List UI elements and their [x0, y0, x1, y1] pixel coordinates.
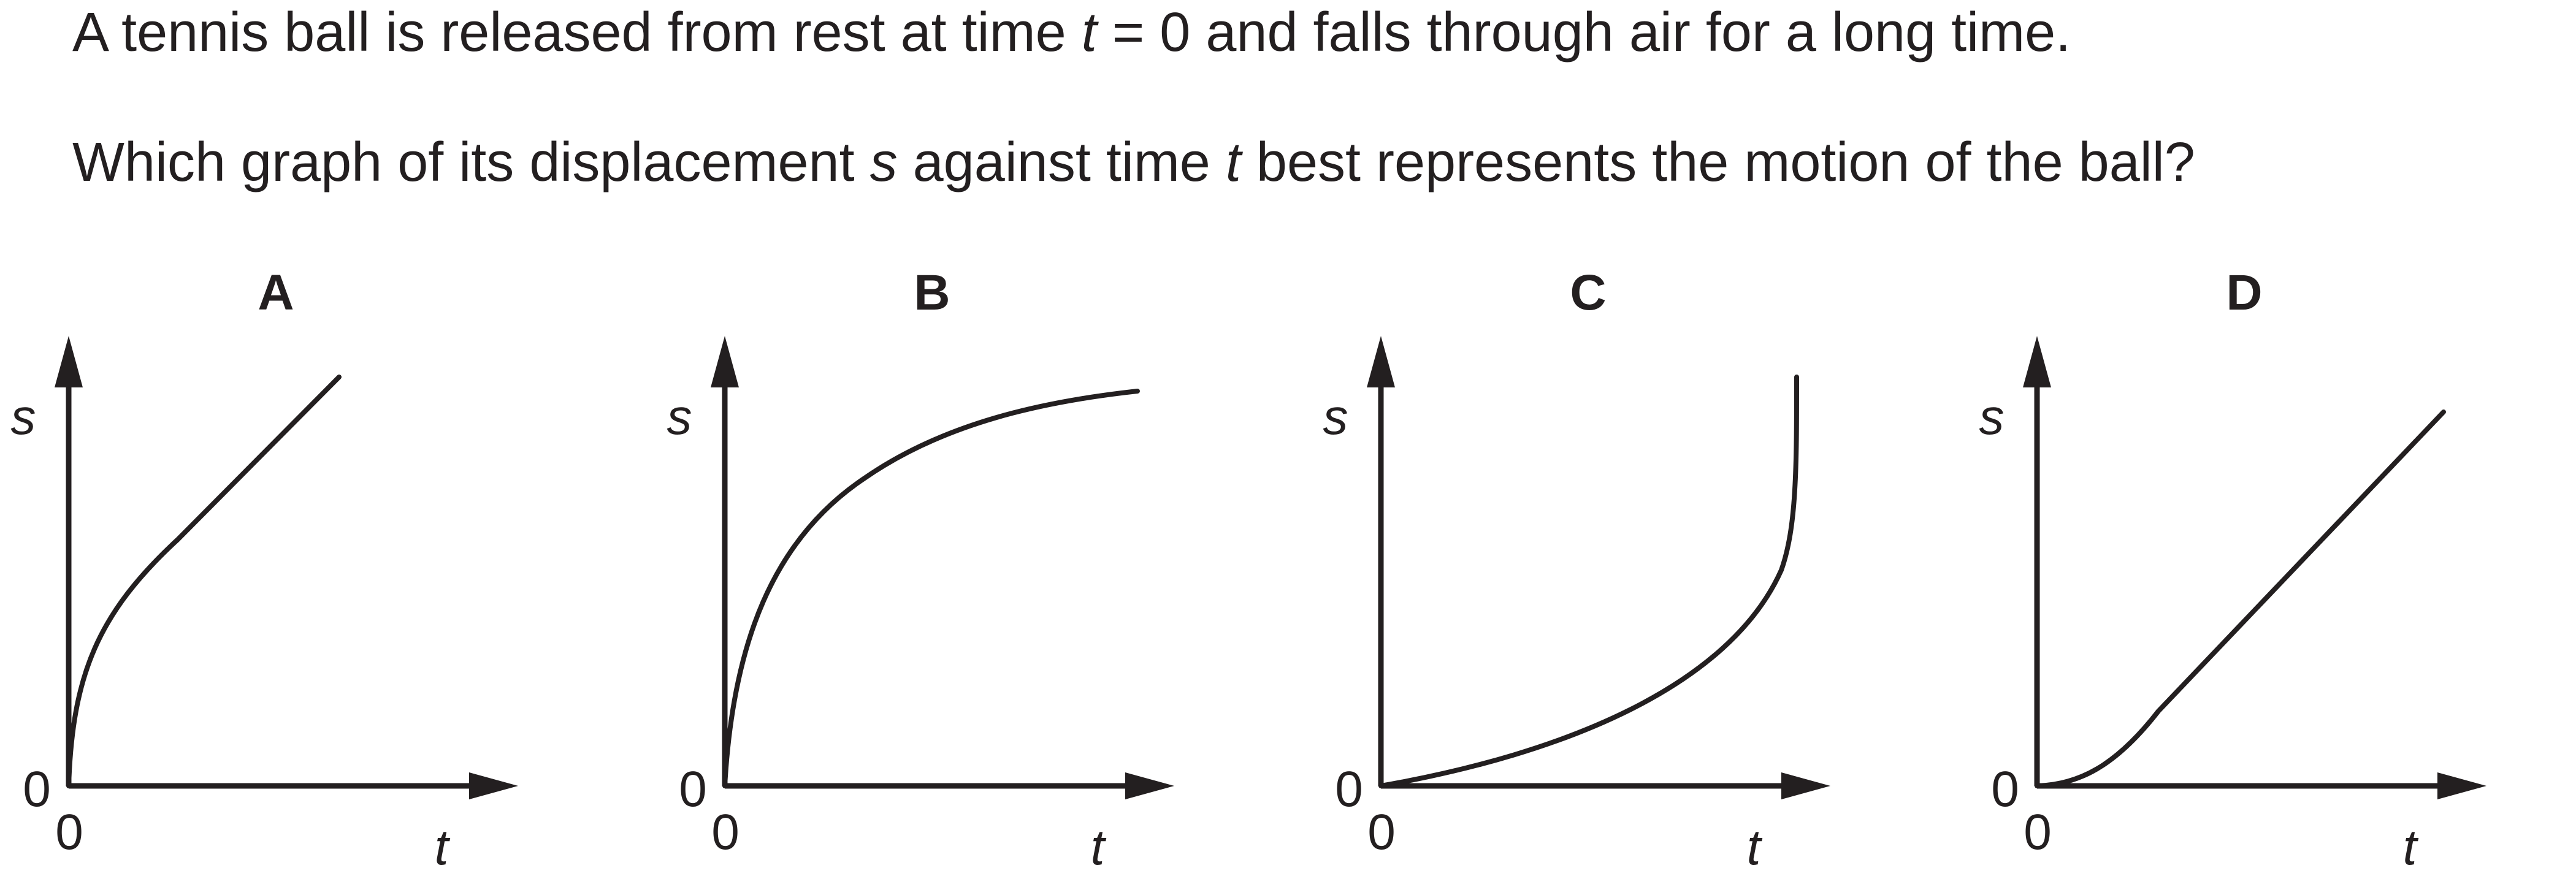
graph-a: A s t 0 0 — [11, 265, 518, 875]
graph-d-x-arrow — [2437, 772, 2486, 799]
graph-c-y-arrow — [1367, 336, 1395, 387]
graph-a-y-arrow — [55, 336, 83, 387]
question-line-2: Which graph of its displacement s agains… — [72, 135, 2195, 190]
graph-c-x-arrow — [1781, 772, 1830, 799]
question-line-2-pre: Which graph of its displacement — [72, 132, 870, 193]
graph-d-label: D — [2226, 265, 2262, 321]
graph-b-y-axis-label: s — [667, 389, 692, 445]
graph-c-x-origin: 0 — [1367, 804, 1396, 860]
graph-b-x-axis-label: t — [1091, 820, 1107, 875]
graph-a-x-arrow — [469, 772, 518, 799]
graph-a-y-axis-label: s — [11, 389, 36, 445]
graph-c: C s t 0 0 — [1323, 265, 1830, 875]
variable-t: t — [1081, 2, 1097, 63]
graph-a-x-axis-label: t — [435, 820, 451, 875]
graph-b-y-origin: 0 — [679, 761, 707, 817]
variable-t: t — [1225, 132, 1241, 193]
question-line-2-post: best represents the motion of the ball? — [1240, 132, 2195, 193]
graph-b-x-arrow — [1125, 772, 1174, 799]
graph-b: B s t 0 0 — [667, 265, 1174, 875]
graph-d-x-origin: 0 — [2024, 804, 2052, 860]
graph-d-y-axis-label: s — [1979, 389, 2005, 445]
graph-b-label: B — [914, 265, 950, 321]
graph-d-curve — [2035, 409, 2446, 788]
graph-a-x-origin: 0 — [55, 804, 83, 860]
graph-c-curve — [1378, 375, 1799, 788]
graph-d: D s t 0 0 — [1979, 265, 2486, 875]
variable-s: s — [869, 132, 898, 193]
graph-c-x-axis-label: t — [1747, 820, 1763, 875]
graph-b-x-origin: 0 — [711, 804, 740, 860]
question-line-1-post: = 0 and falls through air for a long tim… — [1096, 2, 2071, 63]
graph-d-y-origin: 0 — [1991, 761, 2019, 817]
graph-d-x-axis-label: t — [2403, 820, 2419, 875]
graph-d-y-arrow — [2023, 336, 2051, 387]
graph-b-y-arrow — [711, 336, 739, 387]
graph-a-curve — [66, 375, 342, 788]
question-line-2-mid: against time — [897, 132, 1226, 193]
graph-c-y-axis-label: s — [1323, 389, 1348, 445]
graph-a-label: A — [258, 265, 294, 321]
question-line-1-pre: A tennis ball is released from rest at t… — [72, 2, 1082, 63]
graph-c-y-origin: 0 — [1335, 761, 1363, 817]
graph-c-label: C — [1570, 265, 1606, 321]
question-line-1: A tennis ball is released from rest at t… — [72, 5, 2071, 60]
graph-a-y-origin: 0 — [23, 761, 51, 817]
graph-b-curve — [722, 389, 1140, 788]
